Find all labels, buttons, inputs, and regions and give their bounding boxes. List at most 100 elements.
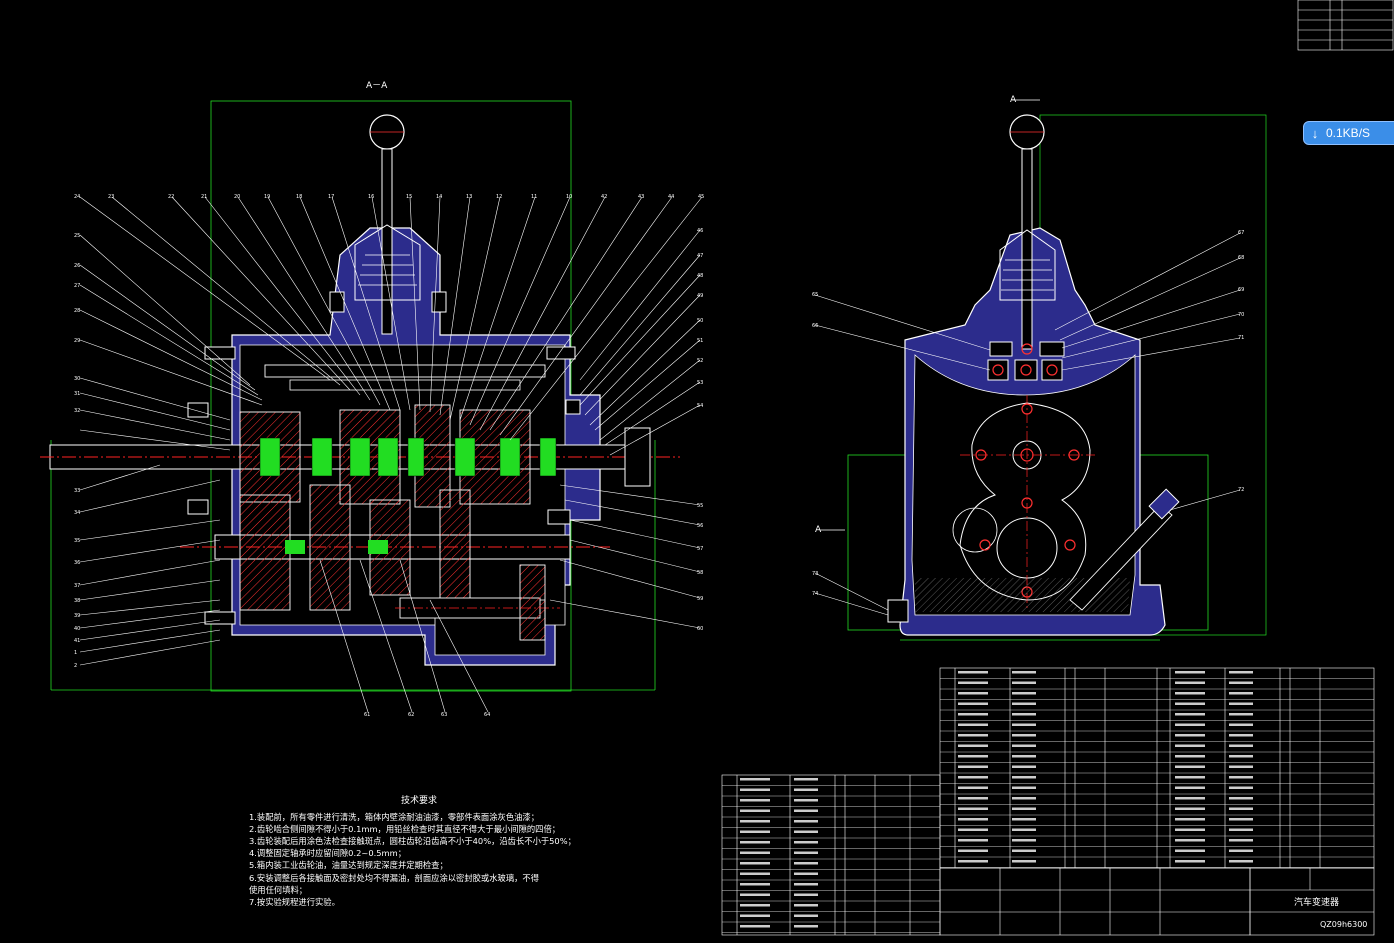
- table-cell-text-mark: [1175, 828, 1205, 831]
- table-cell-text-mark: [1229, 776, 1253, 779]
- requirement-line: 7.按实验规程进行实验。: [249, 896, 340, 907]
- table-cell-text-mark: [1175, 755, 1205, 758]
- table-cell-text-mark: [740, 809, 770, 812]
- table-cell-text-mark: [1229, 839, 1253, 842]
- table-cell-text-mark: [740, 841, 770, 844]
- svg-text:70: 70: [1238, 312, 1244, 318]
- svg-text:62: 62: [408, 712, 414, 718]
- svg-text:27: 27: [74, 283, 80, 289]
- svg-text:67: 67: [1238, 230, 1244, 236]
- table-cell-text-mark: [1175, 723, 1205, 726]
- table-cell-text-mark: [1229, 702, 1253, 705]
- table-cell-text-mark: [958, 849, 988, 852]
- table-cell-text-mark: [958, 744, 988, 747]
- table-cell-text-mark: [1012, 744, 1036, 747]
- svg-text:24: 24: [74, 194, 80, 200]
- svg-text:68: 68: [1238, 255, 1244, 261]
- requirement-line: 5.箱内装工业齿轮油，油量达到规定深度并定期检查；: [249, 860, 448, 871]
- svg-text:53: 53: [697, 380, 703, 386]
- svg-text:15: 15: [406, 194, 412, 200]
- svg-text:64: 64: [484, 712, 490, 718]
- table-cell-text-mark: [1229, 786, 1253, 789]
- title-block-name: 汽车变速器: [1294, 896, 1339, 908]
- table-cell-text-mark: [740, 893, 770, 896]
- svg-text:61: 61: [364, 712, 370, 718]
- svg-text:41: 41: [74, 638, 80, 644]
- table-cell-text-mark: [794, 914, 818, 917]
- cut-marker-left: A: [815, 525, 822, 535]
- table-cell-text-mark: [1229, 734, 1253, 737]
- svg-text:49: 49: [697, 293, 703, 299]
- requirement-line: 使用任何填料；: [249, 884, 308, 895]
- table-cell-text-mark: [1175, 671, 1205, 674]
- table-cell-text-mark: [740, 872, 770, 875]
- table-cell-text-mark: [794, 904, 818, 907]
- table-cell-text-mark: [1175, 849, 1205, 852]
- table-cell-text-mark: [1012, 755, 1036, 758]
- table-cell-text-mark: [1012, 860, 1036, 863]
- requirement-line: 3.齿轮装配后用涂色法检查接触斑点，圆柱齿轮沿齿高不小于40%，沿齿长不小于50…: [249, 836, 576, 847]
- table-cell-text-mark: [794, 925, 818, 928]
- table-cell-text-mark: [794, 841, 818, 844]
- table-cell-text-mark: [740, 914, 770, 917]
- down-arrow-icon: ↓: [1311, 125, 1319, 141]
- svg-text:63: 63: [441, 712, 447, 718]
- svg-text:50: 50: [697, 318, 703, 324]
- section-label: A－A: [366, 81, 388, 91]
- svg-text:26: 26: [74, 263, 80, 269]
- table-cell-text-mark: [794, 883, 818, 886]
- svg-text:57: 57: [697, 546, 703, 552]
- table-cell-text-mark: [1229, 713, 1253, 716]
- table-cell-text-mark: [1175, 818, 1205, 821]
- svg-text:20: 20: [234, 194, 240, 200]
- table-cell-text-mark: [1012, 734, 1036, 737]
- table-cell-text-mark: [958, 828, 988, 831]
- table-cell-text-mark: [794, 830, 818, 833]
- svg-text:66: 66: [812, 323, 818, 329]
- table-cell-text-mark: [958, 765, 988, 768]
- table-cell-text-mark: [740, 830, 770, 833]
- svg-text:10: 10: [566, 194, 572, 200]
- svg-text:14: 14: [436, 194, 442, 200]
- table-cell-text-mark: [794, 809, 818, 812]
- svg-text:36: 36: [74, 560, 80, 566]
- svg-text:1: 1: [74, 650, 77, 656]
- svg-text:37: 37: [74, 583, 80, 589]
- technical-requirements: 技术要求 1.装配前，所有零件进行清洗，箱体内壁涂耐油油漆，零部件表面涂灰色油漆…: [249, 795, 589, 908]
- requirement-line: 2.齿轮啮合侧间隙不得小于0.1mm，用铅丝检查时其直径不得大于最小间隙的四倍；: [249, 824, 561, 835]
- svg-text:40: 40: [74, 626, 80, 632]
- table-cell-text-mark: [1175, 839, 1205, 842]
- table-cell-text-mark: [1012, 807, 1036, 810]
- table-cell-text-mark: [1012, 713, 1036, 716]
- table-cell-text-mark: [1175, 681, 1205, 684]
- svg-text:38: 38: [74, 598, 80, 604]
- svg-text:33: 33: [74, 488, 80, 494]
- table-cell-text-mark: [1175, 797, 1205, 800]
- table-cell-text-mark: [740, 862, 770, 865]
- table-cell-text-mark: [1229, 692, 1253, 695]
- table-cell-text-mark: [1175, 692, 1205, 695]
- svg-text:74: 74: [812, 591, 818, 597]
- table-cell-text-mark: [958, 671, 988, 674]
- svg-text:51: 51: [697, 338, 703, 344]
- table-cell-text-mark: [1012, 776, 1036, 779]
- table-cell-text-mark: [958, 797, 988, 800]
- table-cell-text-mark: [1012, 828, 1036, 831]
- table-cell-text-mark: [740, 851, 770, 854]
- requirement-line: 1.装配前，所有零件进行清洗，箱体内壁涂耐油油漆，零部件表面涂灰色油漆；: [249, 812, 540, 823]
- table-cell-text-mark: [740, 820, 770, 823]
- table-cell-text-mark: [794, 851, 818, 854]
- svg-text:72: 72: [1238, 487, 1244, 493]
- title-block-code: QZ09h6300: [1320, 920, 1367, 929]
- svg-text:55: 55: [697, 503, 703, 509]
- table-cell-text-mark: [794, 893, 818, 896]
- table-cell-text-mark: [958, 692, 988, 695]
- table-cell-text-mark: [1175, 734, 1205, 737]
- svg-text:31: 31: [74, 391, 80, 397]
- table-cell-text-mark: [1175, 786, 1205, 789]
- download-speed-badge[interactable]: ↓ 0.1KB/S: [1303, 121, 1394, 145]
- table-cell-text-mark: [958, 776, 988, 779]
- svg-text:30: 30: [74, 376, 80, 382]
- table-cell-text-mark: [1229, 849, 1253, 852]
- table-cell-text-mark: [794, 778, 818, 781]
